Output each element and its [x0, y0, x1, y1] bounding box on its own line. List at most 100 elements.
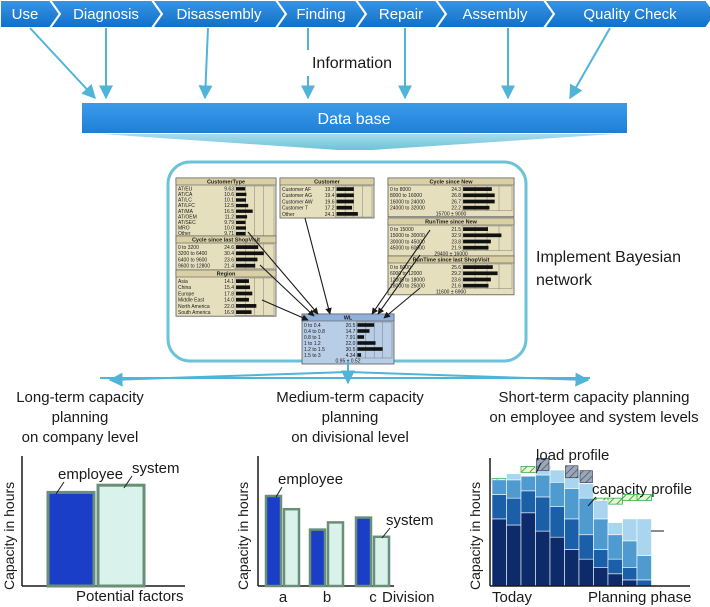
node-footer: 15700 ± 9000: [436, 211, 467, 217]
node-title: Region: [217, 272, 236, 278]
node-state-value: 26.7: [451, 199, 461, 205]
node-state-label: 12000 to 18000: [390, 277, 425, 283]
load-segment: [593, 549, 609, 569]
load-segment: [549, 536, 565, 587]
node-state-value: 23.6: [224, 257, 234, 263]
bayesian-label-line2: network: [536, 272, 593, 289]
node-state-label: AT/OEM: [178, 214, 197, 220]
node-state-value: 30.5: [346, 347, 356, 353]
node-probability-bar: [463, 193, 495, 198]
node-header: [279, 177, 375, 186]
node-state-label: 0 to 3200: [178, 245, 199, 251]
node-probability-bar: [336, 212, 358, 216]
node-probability-bar: [463, 271, 498, 276]
network-edge: [371, 229, 431, 315]
node-state-value: 9.71: [224, 231, 234, 237]
load-segment: [491, 479, 507, 495]
node-title: Customer: [314, 180, 341, 186]
node-state-value: 14.0: [224, 298, 234, 304]
planning-arrows: [100, 361, 590, 387]
database-funnel: [102, 134, 615, 150]
load-segment: [549, 469, 565, 483]
bar-employee-b: [308, 528, 327, 588]
node-probability-bar: [463, 265, 493, 269]
load-segment: [578, 534, 594, 560]
load-segment: [622, 518, 638, 542]
node-state-label: Customer AW: [282, 199, 313, 205]
node-state-value: 9.63: [224, 186, 234, 192]
node-state-label: AT/MA: [178, 209, 194, 215]
node-state-value: 10.1: [224, 198, 234, 204]
node-state-label: 3200 to 6400: [178, 251, 207, 257]
node-state-label: Europe: [178, 291, 194, 297]
node-probability-bar: [236, 285, 251, 290]
node-header: [387, 177, 515, 186]
x-axis-label: Division: [382, 589, 435, 606]
callout-line: [123, 475, 133, 489]
node-state-value: 21.5: [451, 227, 461, 233]
bar-system-c: [372, 535, 391, 588]
node-probability-bar: [236, 279, 249, 283]
node-probability-bar: [357, 323, 375, 327]
node-state-value: 21.6: [451, 284, 461, 290]
information-label: Information: [312, 55, 392, 72]
node-title: RunTime since last ShopVisit: [413, 258, 490, 264]
node-state-value: 29.2: [451, 271, 461, 277]
node-state-value: 30.4: [224, 251, 234, 257]
node-probability-bar: [336, 199, 354, 204]
node-probability-bar: [463, 245, 489, 250]
node-state-value: 32.9: [451, 233, 461, 239]
phase-chevron: [542, 0, 710, 29]
callout-line: [275, 486, 283, 498]
capacity-profile-segment: [636, 494, 652, 501]
node-state-label: AT/LC: [178, 198, 192, 204]
section-title-short-term: Short-term capacity planning on employee…: [478, 388, 710, 428]
node-probability-bar: [357, 353, 362, 357]
node-state-value: 12.5: [224, 203, 234, 209]
x-axis-start-label: Today: [492, 589, 533, 606]
node-state-label: AT/LFC: [178, 203, 195, 209]
bar-system: [96, 483, 146, 588]
info-arrow: [29, 27, 96, 100]
info-arrow: [569, 27, 611, 100]
phase-label: Diagnosis: [73, 6, 139, 23]
info-arrow: [198, 27, 213, 100]
load-segment: [636, 518, 652, 556]
node-probability-bar: [236, 263, 256, 268]
node-state-label: Other: [178, 231, 191, 237]
node-probability-bar: [463, 239, 491, 244]
phase-label: Quality Check: [583, 6, 677, 23]
node-state-value: 9.79: [224, 220, 234, 226]
node-probability-bar: [463, 277, 491, 282]
load-segment: [564, 549, 580, 587]
node-state-value: 19.4: [325, 193, 335, 199]
node-state-value: 23.6: [451, 277, 461, 283]
load-segment: [549, 481, 565, 507]
overload-marker: [565, 465, 579, 479]
node-state-value: 23.8: [451, 239, 461, 245]
phase-label: Use: [12, 6, 39, 23]
node-probability-bar: [463, 187, 492, 191]
node-probability-bar: [463, 283, 489, 288]
node-state-label: AT/SEC: [178, 220, 196, 226]
phase-label: Assembly: [462, 6, 528, 23]
node-state-value: 19.7: [325, 187, 335, 193]
node-probability-bar: [236, 304, 257, 308]
network-edge: [383, 287, 421, 319]
node-probability-bar: [357, 341, 376, 345]
load-segment: [607, 534, 623, 560]
section-title-line: planning: [51, 409, 109, 426]
node-probability-bar: [236, 231, 246, 236]
load-segment: [636, 555, 652, 581]
section-title-long-term: Long-term capacity planning on company l…: [0, 388, 160, 448]
network-edge: [261, 299, 309, 321]
x-axis-label: Potential factors: [76, 588, 184, 605]
